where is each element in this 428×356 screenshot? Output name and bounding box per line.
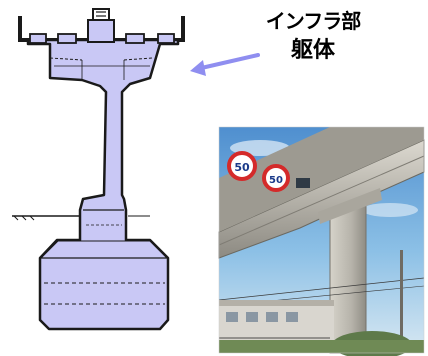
highway-photo: 50 50: [218, 126, 425, 356]
label-line-1: インフラ部: [265, 9, 361, 33]
speed-sign-value: 50: [269, 175, 283, 186]
pier-body: [26, 38, 180, 331]
center-block: [87, 19, 115, 43]
label-line-2: 躯体: [290, 38, 335, 63]
bearing-block: [157, 33, 175, 44]
speed-sign-value: 50: [234, 161, 250, 174]
speed-sign: 50: [262, 164, 290, 192]
bearing-block: [57, 33, 77, 44]
center-cap: [92, 8, 110, 21]
bearing-block: [125, 33, 145, 44]
infrastructure-label: インフラ部 躯体: [258, 6, 368, 66]
photo-pier: [329, 195, 367, 354]
bearing-block: [29, 33, 47, 44]
pier-structure-drawing: [12, 8, 185, 331]
speed-sign: 50: [227, 151, 257, 181]
pointer-arrow: [190, 53, 260, 76]
